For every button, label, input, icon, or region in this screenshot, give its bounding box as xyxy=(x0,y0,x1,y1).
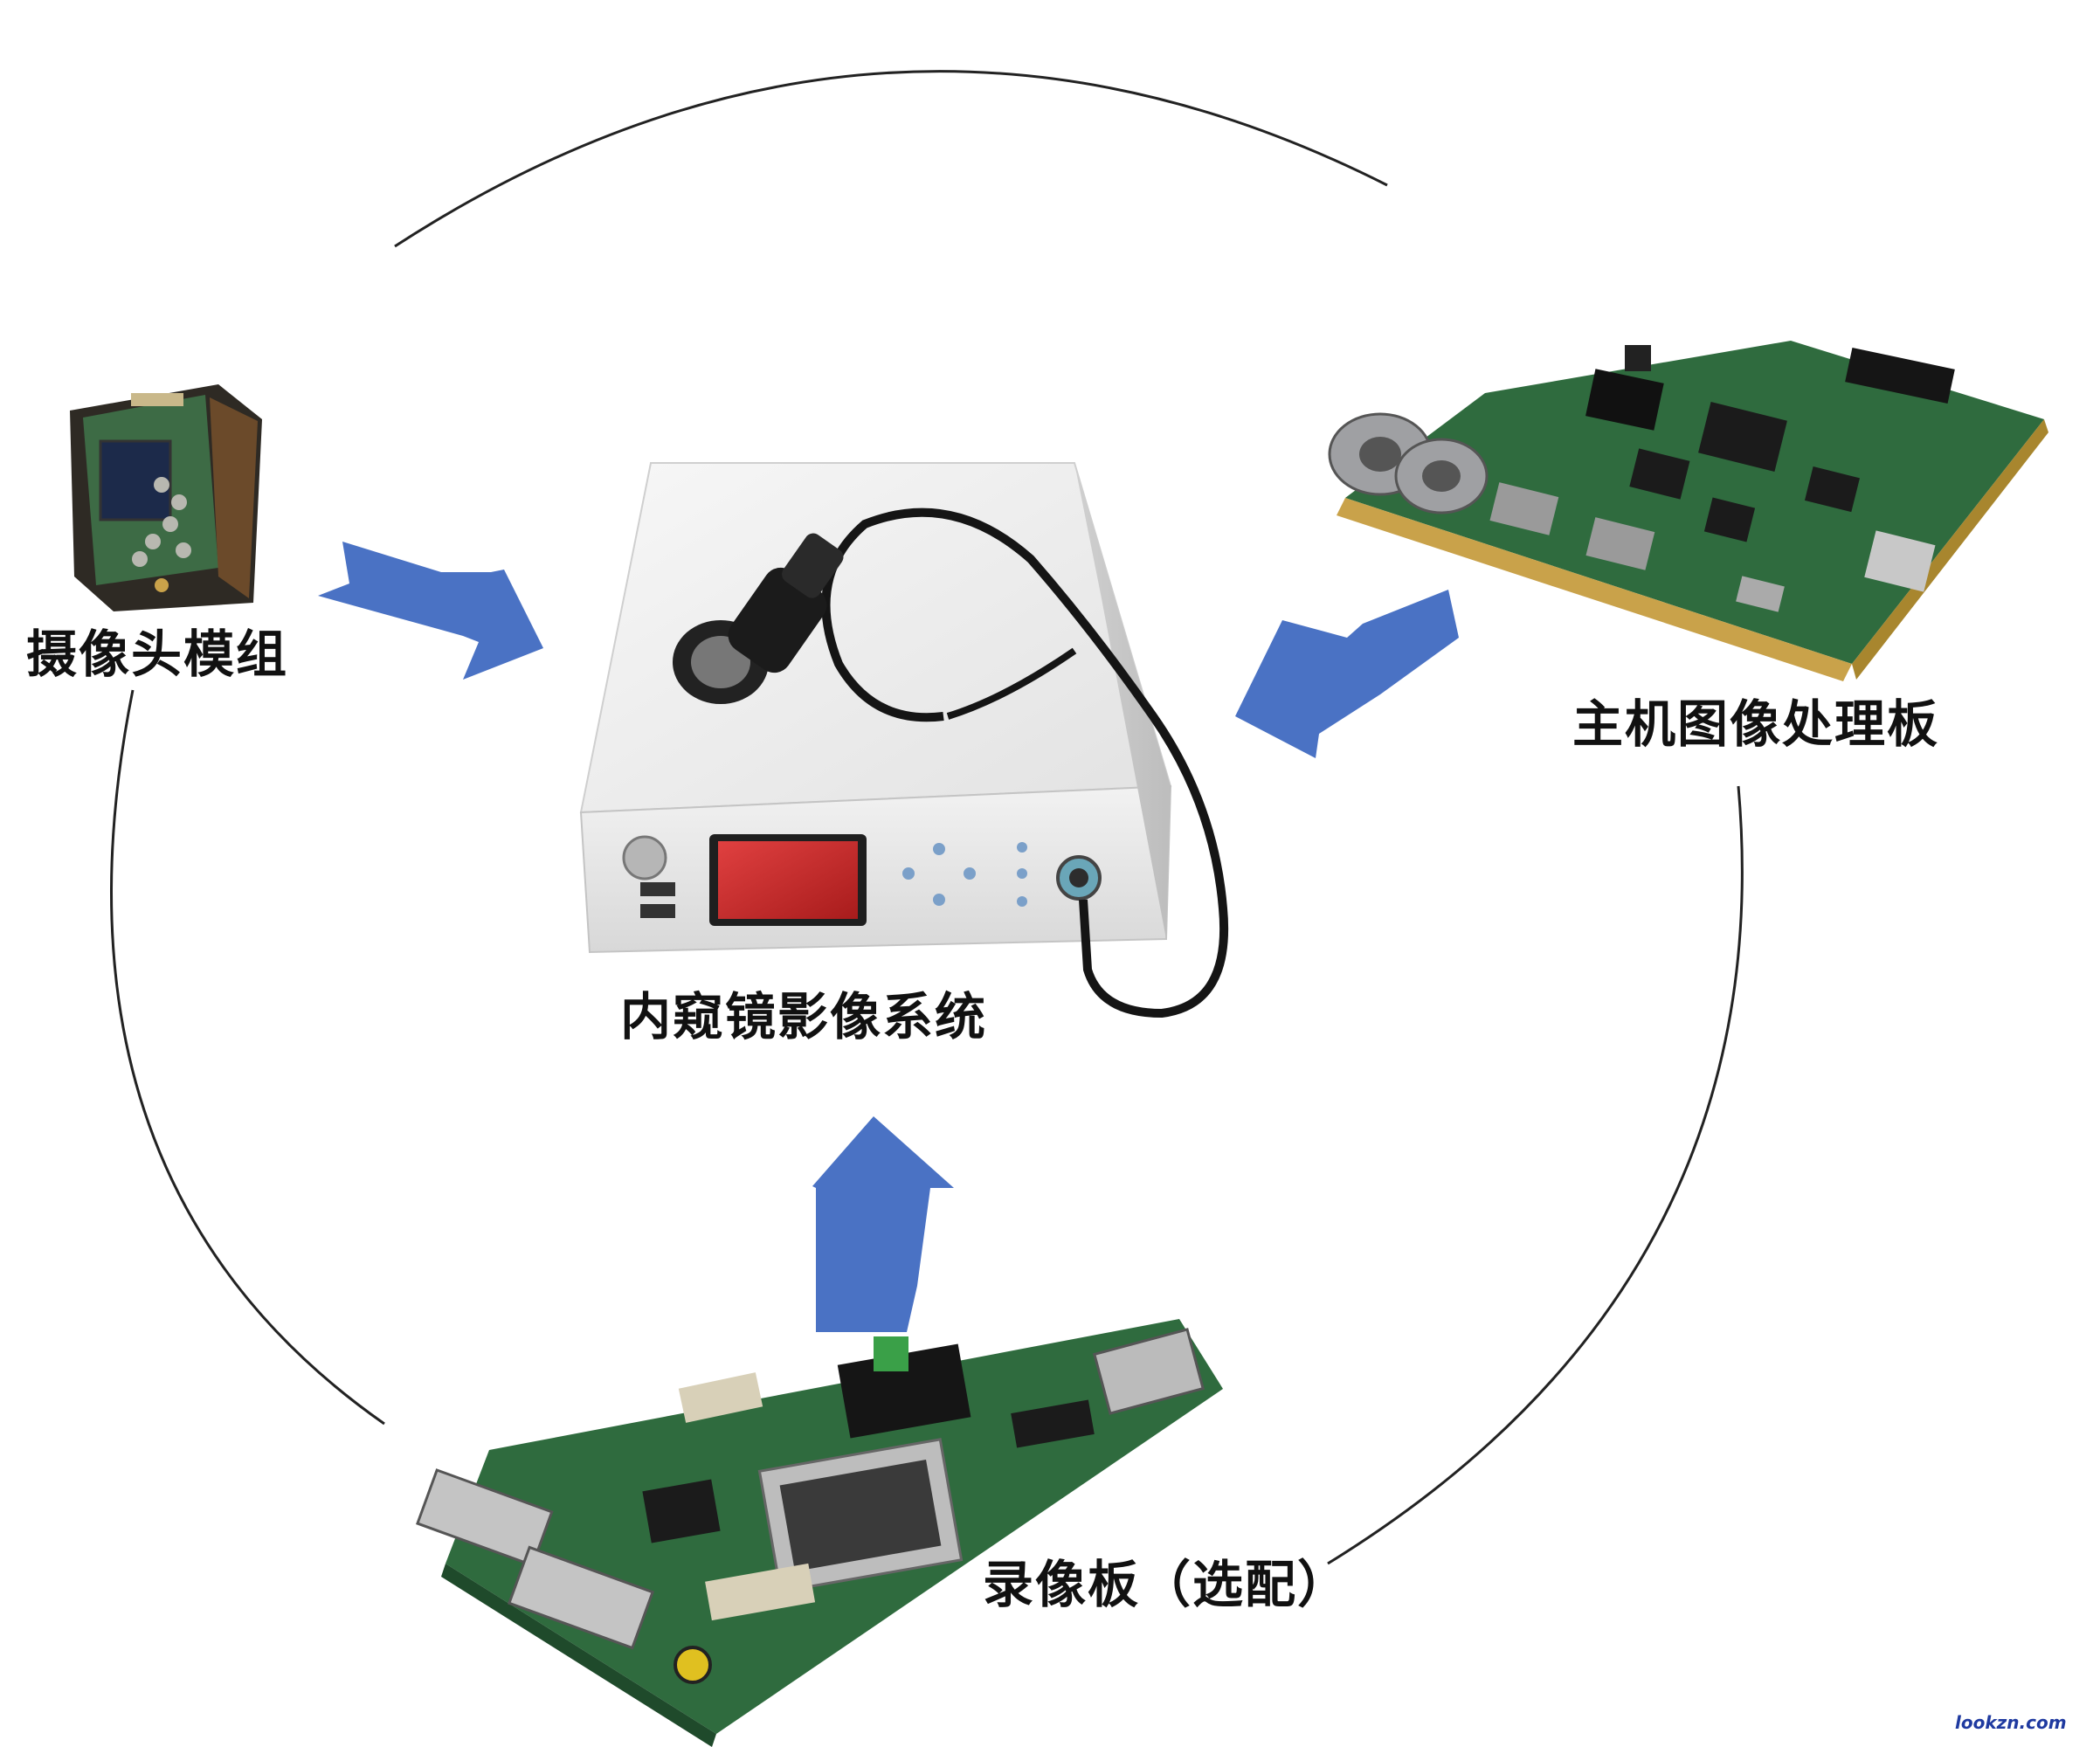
endoscope-system-label: 内窥镜影像系统 xyxy=(620,987,988,1046)
recorder-board-label: 录像板（选配） xyxy=(983,1555,1350,1614)
connection-ring xyxy=(110,70,1744,1565)
arrow-camera-to-system xyxy=(318,542,543,680)
camera-module-image xyxy=(70,384,262,611)
host-board-label: 主机图像处理板 xyxy=(1572,694,1940,754)
ring-arc-left xyxy=(110,689,385,1426)
camera-module-label: 摄像头模组 xyxy=(26,625,289,684)
host-board-image xyxy=(1328,341,2048,681)
recorder-board-image xyxy=(416,1319,1223,1747)
ring-arc-top xyxy=(394,70,1388,248)
flow-arrows xyxy=(318,542,1459,1332)
ring-arc-right xyxy=(1327,785,1744,1565)
endoscope-system-image xyxy=(579,462,1229,1019)
arrow-host-to-system xyxy=(1235,590,1459,758)
watermark-text: lookzn.com xyxy=(1955,1712,2067,1733)
arrow-recorder-to-system xyxy=(812,1116,954,1332)
